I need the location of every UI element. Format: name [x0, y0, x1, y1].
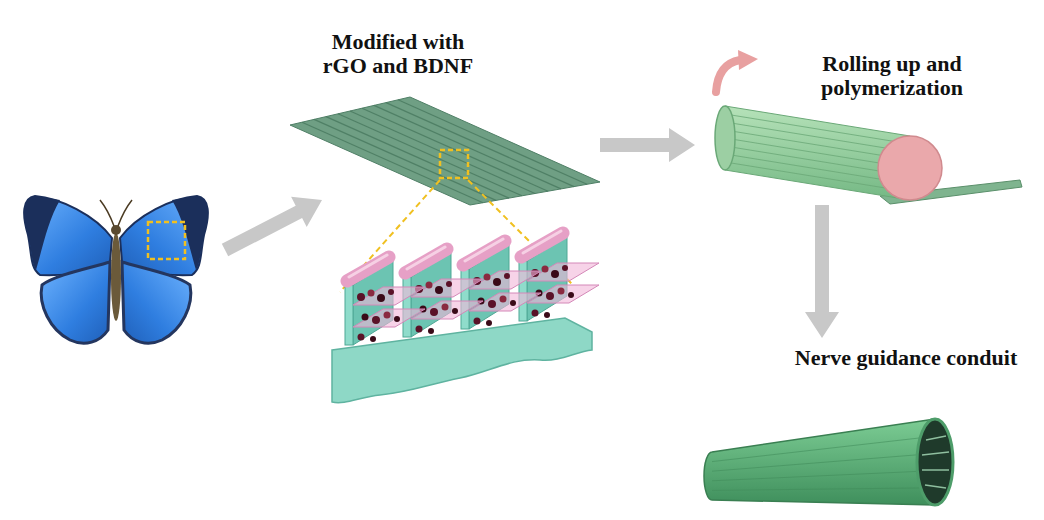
process-arrow: [600, 128, 695, 162]
microstructure-inset: [332, 231, 599, 403]
butterfly: [24, 196, 208, 343]
step-label: Modified with rGO and BDNF: [308, 30, 488, 78]
step-panel: Nerve guidance conduit: [695, 338, 1027, 513]
step-label: Rolling up and polymerization: [772, 52, 1012, 100]
butterfly-body: [111, 233, 121, 321]
rolled-sheet: [715, 50, 1022, 204]
zoom-marker: [148, 222, 185, 259]
step-label: Nerve guidance conduit: [791, 346, 1021, 370]
rod-end: [878, 136, 942, 200]
rolling-arrow-head: [738, 50, 758, 70]
butterfly-head: [111, 225, 121, 235]
conduit-tube: [704, 419, 953, 505]
butterfly-wing-left: [24, 196, 112, 343]
butterfly-antenna: [100, 200, 132, 226]
process-arrow: [222, 197, 322, 256]
step-panel: Modified with rGO and BDNF: [285, 28, 600, 213]
step-panel: Rolling up and polymerization: [695, 48, 1020, 205]
zoom-marker: [440, 150, 468, 178]
butterfly-wing-right: [120, 196, 208, 343]
rolling-arrow: [716, 60, 740, 92]
process-arrow: [805, 205, 839, 338]
striped-sheet: [290, 97, 600, 205]
